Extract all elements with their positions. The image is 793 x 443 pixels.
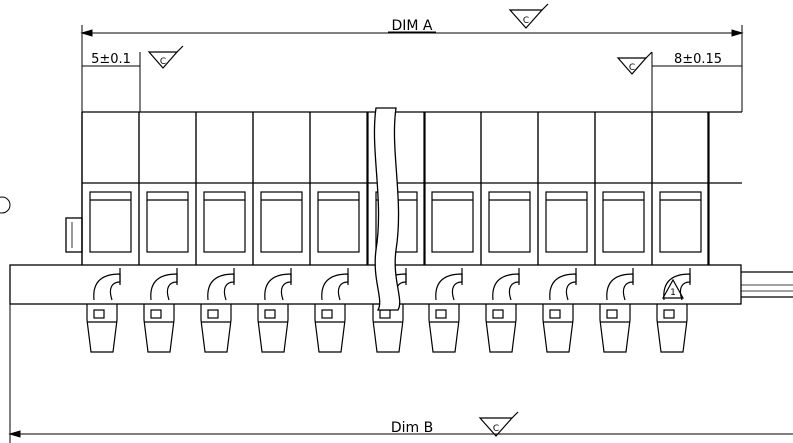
dim-a-dimension [80, 25, 744, 112]
terminal-position [480, 112, 539, 301]
wire-entry-window [488, 191, 531, 253]
pin-neck [93, 309, 105, 319]
wire-entry-window [203, 191, 246, 253]
wire-entry-window [602, 191, 645, 253]
wire-entry-window [260, 191, 303, 253]
clamp-hook [492, 273, 520, 301]
pin-neck [606, 309, 618, 319]
break-symbol [373, 107, 401, 311]
pin-body [143, 304, 175, 353]
solder-pin [143, 304, 175, 353]
clamp-hook [93, 273, 121, 301]
cropped-circle-symbol [0, 196, 11, 214]
surface-finish-symbol-dim-b [478, 411, 519, 437]
surface-finish-symbol-left [147, 45, 184, 69]
clamp-hook [150, 273, 178, 301]
solder-pin [428, 304, 460, 353]
clamp-hook [264, 273, 292, 301]
pin-body [656, 304, 688, 353]
pin-neck [264, 309, 276, 319]
terminal-position [309, 112, 368, 301]
warning-triangle-icon [661, 278, 685, 299]
clamp-hook [321, 273, 349, 301]
terminal-position [651, 112, 710, 301]
wire-entry-window [431, 191, 474, 253]
pin-neck [435, 309, 447, 319]
terminal-block-body [9, 111, 793, 305]
terminal-position [423, 112, 482, 301]
wire-entry-window [545, 191, 588, 253]
terminal-position [252, 112, 311, 301]
solder-pin [86, 304, 118, 353]
pin-body [372, 304, 404, 353]
solder-pin [314, 304, 346, 353]
terminal-position [594, 112, 653, 301]
pin-neck [663, 309, 675, 319]
dim-a-label: DIM A [391, 18, 432, 34]
surface-finish-letter-right: C [629, 63, 635, 73]
pin-body [542, 304, 574, 353]
solder-pin [656, 304, 688, 353]
wire-entry-window [659, 191, 702, 253]
clamp-hook [606, 273, 634, 301]
pin-body [485, 304, 517, 353]
pin-body [200, 304, 232, 353]
surface-finish-letter-left: C [160, 57, 166, 67]
solder-pin [542, 304, 574, 353]
pin-body [428, 304, 460, 353]
pin-neck [379, 309, 391, 319]
surface-finish-letter-dim-b: C [493, 424, 499, 434]
solder-pin [599, 304, 631, 353]
clamp-hook [435, 273, 463, 301]
terminal-position [81, 112, 140, 301]
wire-entry-window [146, 191, 189, 253]
terminal-positions [81, 112, 710, 301]
solder-pin [372, 304, 404, 353]
terminal-position [537, 112, 596, 301]
clamp-hook [207, 273, 235, 301]
left-offset-label: 5±0.1 [91, 52, 131, 67]
pin-neck [321, 309, 333, 319]
pin-neck [207, 309, 219, 319]
solder-pin [257, 304, 289, 353]
right-offset-label: 8±0.15 [674, 52, 722, 67]
pin-neck [492, 309, 504, 319]
wire-entry-window [317, 191, 360, 253]
pin-body [599, 304, 631, 353]
terminal-position [138, 112, 197, 301]
pin-body [86, 304, 118, 353]
left-offset-dimension [82, 52, 141, 112]
solder-pin [200, 304, 232, 353]
wire-entry-window [89, 191, 132, 253]
surface-finish-letter-dim-a: C [523, 16, 529, 26]
clamp-hook [549, 273, 577, 301]
pin-body [314, 304, 346, 353]
surface-finish-symbol-right [616, 51, 653, 75]
pin-body [257, 304, 289, 353]
dim-b-label: Dim B [391, 420, 433, 436]
pin-neck [549, 309, 561, 319]
pin-neck [150, 309, 162, 319]
right-offset-dimension [651, 52, 742, 112]
terminal-position [195, 112, 254, 301]
solder-pin [485, 304, 517, 353]
solder-pins [86, 304, 688, 353]
warning-number: 1 [670, 288, 676, 298]
surface-finish-symbol-dim-a [508, 3, 549, 29]
